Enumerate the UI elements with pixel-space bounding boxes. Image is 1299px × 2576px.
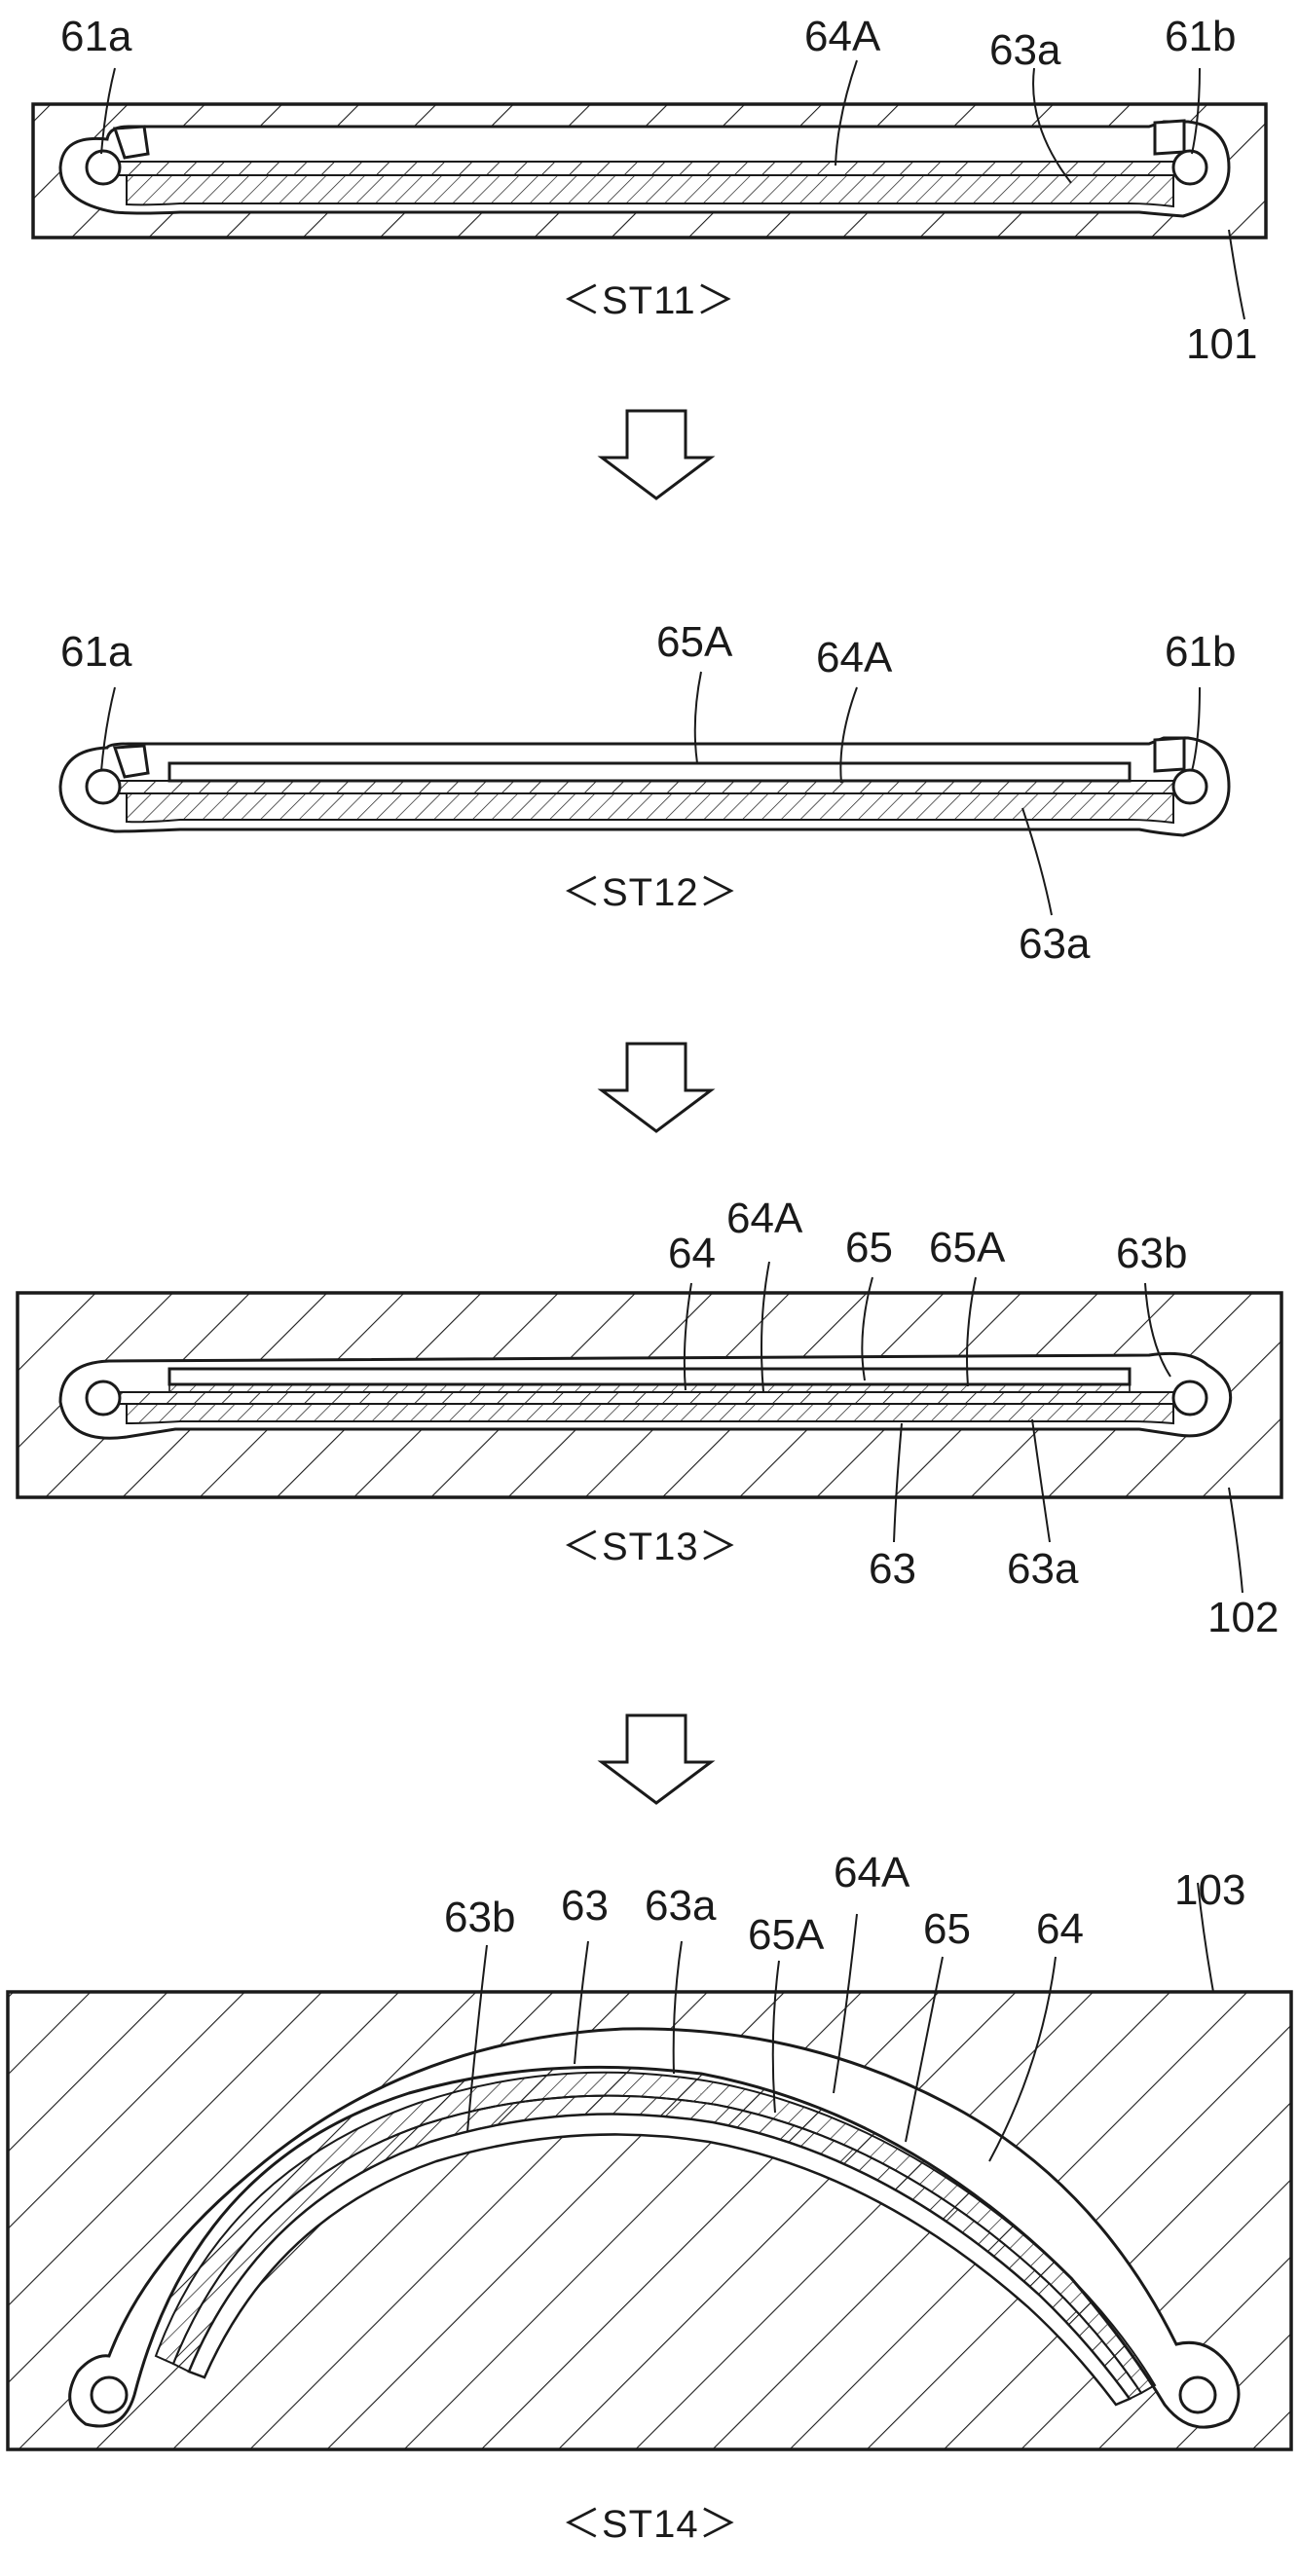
label-63a-st11: 63a bbox=[989, 26, 1061, 74]
label-63a-st13: 63a bbox=[1007, 1545, 1079, 1593]
down-arrow-1 bbox=[597, 409, 716, 500]
down-arrow-2 bbox=[597, 1042, 716, 1133]
label-63b-st14: 63b bbox=[444, 1894, 515, 1941]
tab-61a-st11 bbox=[112, 125, 150, 160]
label-102-st13: 102 bbox=[1207, 1594, 1279, 1641]
label-63-st13: 63 bbox=[869, 1545, 916, 1593]
hole-left-st14 bbox=[90, 2375, 129, 2414]
st14-panel: 64A 103 63b 63 63a 65A 65 64 ＜ST14＞ bbox=[6, 1849, 1293, 2546]
hole-61b-st12 bbox=[1171, 768, 1208, 805]
hole-left-st13 bbox=[85, 1380, 122, 1417]
layer-63a-st13 bbox=[126, 1403, 1174, 1425]
st11-panel: 61a 64A 63a 61b 101 ＜ST11＞ bbox=[31, 13, 1268, 368]
step-label-st11: ＜ST11＞ bbox=[562, 279, 736, 322]
label-65A-st12: 65A bbox=[656, 618, 733, 666]
label-65-st13: 65 bbox=[845, 1224, 893, 1271]
label-101-st11: 101 bbox=[1186, 320, 1257, 368]
cord-64A-st12 bbox=[118, 780, 1181, 794]
layer-63a-st12 bbox=[126, 792, 1174, 825]
hole-61a-st12 bbox=[85, 768, 122, 805]
hole-61a-st11 bbox=[85, 149, 122, 186]
label-64A-st11: 64A bbox=[804, 13, 881, 60]
hole-61b-st11 bbox=[1171, 149, 1208, 186]
cord-64A-st11 bbox=[118, 161, 1181, 176]
label-64-st13: 64 bbox=[668, 1230, 716, 1277]
layer-65-st14 bbox=[187, 2113, 1132, 2407]
label-63b-st13: 63b bbox=[1116, 1230, 1187, 1277]
label-61b-st11: 61b bbox=[1165, 13, 1236, 60]
st13-panel: 64A 64 65 65A 63b 63 63a 102 ＜ST13＞ bbox=[16, 1195, 1283, 1641]
layer-65A-st13 bbox=[168, 1383, 1131, 1393]
label-63a-st12: 63a bbox=[1019, 920, 1091, 968]
step-label-st13: ＜ST13＞ bbox=[562, 1526, 739, 1568]
down-arrow-3 bbox=[597, 1713, 716, 1805]
layer-65-st13 bbox=[167, 1367, 1132, 1386]
label-65A-st13: 65A bbox=[929, 1224, 1006, 1271]
step-label-st14: ＜ST14＞ bbox=[562, 2503, 739, 2546]
tab-61a-st12 bbox=[112, 744, 150, 779]
label-65A-st14: 65A bbox=[748, 1911, 825, 1959]
label-61a-st12: 61a bbox=[60, 628, 132, 676]
label-103-st14: 103 bbox=[1174, 1866, 1245, 1914]
label-64A-st13: 64A bbox=[726, 1195, 803, 1242]
layer-65A-st12 bbox=[167, 761, 1132, 783]
label-65-st14: 65 bbox=[923, 1905, 971, 1953]
label-63a-st14: 63a bbox=[645, 1882, 717, 1930]
tab-61b-st12 bbox=[1153, 736, 1186, 773]
st12-panel: 61a 65A 64A 61b 63a ＜ST12＞ bbox=[58, 618, 1236, 968]
hole-right-st14 bbox=[1178, 2375, 1217, 2414]
layer-63a-st11 bbox=[126, 174, 1174, 208]
step-label-st12: ＜ST12＞ bbox=[562, 871, 739, 914]
belt-body-st14 bbox=[68, 2027, 1241, 2429]
label-61b-st12: 61b bbox=[1165, 628, 1236, 676]
label-64A-st12: 64A bbox=[816, 634, 893, 681]
label-61a-st11: 61a bbox=[60, 13, 132, 60]
cord-64-st13 bbox=[118, 1391, 1181, 1405]
hole-right-st13 bbox=[1171, 1380, 1208, 1417]
tab-61b-st11 bbox=[1153, 119, 1186, 156]
label-64A-st14: 64A bbox=[834, 1849, 910, 1896]
label-63-st14: 63 bbox=[561, 1882, 609, 1930]
label-64-st14: 64 bbox=[1036, 1905, 1084, 1953]
